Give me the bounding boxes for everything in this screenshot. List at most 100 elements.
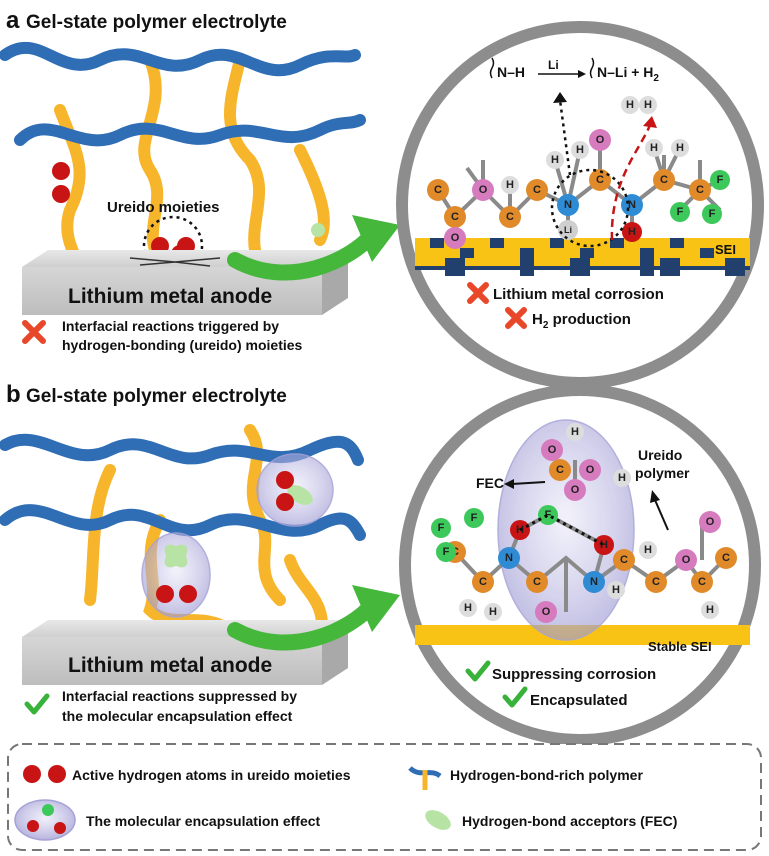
atom-n: N <box>564 199 572 211</box>
panel-b: b Gel-state polymer electrolyte Lithium … <box>0 381 761 746</box>
reaction-reactant: N–H <box>497 64 525 80</box>
issue-corrosion: Lithium metal corrosion <box>493 286 664 303</box>
panel-a-letter: a <box>6 7 20 34</box>
atom-h: H <box>506 179 514 191</box>
active-h-atom <box>52 185 70 203</box>
reaction-equation: N–H Li N–Li + H2 <box>489 57 659 84</box>
atom-c: C <box>722 552 730 564</box>
legend-item4: Hydrogen-bond acceptors (FEC) <box>462 813 677 829</box>
fec-legend-swatch <box>425 810 451 830</box>
atom-c: C <box>556 464 564 476</box>
ureido-highlight-circle <box>142 215 204 277</box>
atom-c: C <box>533 184 541 196</box>
legend: Active hydrogen atoms in ureido moieties… <box>7 743 762 851</box>
reaction-site-circle <box>550 168 630 248</box>
atom-c: C <box>596 174 604 186</box>
atom-o: O <box>571 484 580 496</box>
check-icon <box>465 660 491 682</box>
atom-li: Li <box>564 225 572 235</box>
panel-a: a Gel-state polymer electrolyte Ureido m… <box>0 7 764 389</box>
ureido-polymer-label1: Ureido <box>638 447 682 463</box>
anode-label-b: Lithium metal anode <box>68 654 272 677</box>
active-h-atom <box>179 585 197 603</box>
note-a-line1: Interfacial reactions triggered by <box>62 318 279 334</box>
atom-o: O <box>596 134 605 146</box>
magnified-view-b: Stable SEI C C F F F H H N H C O <box>399 384 761 746</box>
zoom-arrow-b <box>227 597 380 651</box>
atom-h: H <box>706 604 714 616</box>
atom-h: H <box>576 144 584 156</box>
atom-c: C <box>434 184 442 196</box>
encapsulation-bubble <box>141 532 211 618</box>
benefit-encapsulated: Encapsulated <box>530 692 628 709</box>
atom-o: O <box>682 554 691 566</box>
active-h-atom <box>156 585 174 603</box>
stable-sei-label: Stable SEI <box>648 639 712 654</box>
atom-h: H <box>626 99 634 111</box>
atom-c: C <box>620 554 628 566</box>
atom-o: O <box>586 464 595 476</box>
atom-h: H <box>676 142 684 154</box>
panel-b-letter: b <box>6 381 21 408</box>
issue-h2-rest: production <box>548 311 631 328</box>
reaction-h2-subscript: 2 <box>653 73 659 84</box>
atom-c: C <box>696 184 704 196</box>
atom-o: O <box>479 184 488 196</box>
benefit-corrosion: Suppressing corrosion <box>492 666 656 683</box>
panel-a-title: Gel-state polymer electrolyte <box>26 12 287 33</box>
atom-c: C <box>479 576 487 588</box>
atom-h: H <box>464 602 472 614</box>
note-b-line1: Interfacial reactions suppressed by <box>62 688 297 704</box>
atom-c: C <box>652 576 660 588</box>
atom-h: H <box>650 142 658 154</box>
atom-f: F <box>709 208 716 220</box>
atom-h: H <box>644 99 652 111</box>
atom-f: F <box>443 546 450 558</box>
fec-molecule <box>164 544 188 568</box>
atom-c: C <box>506 211 514 223</box>
atom-n: N <box>505 552 513 564</box>
atom-h: H <box>571 426 579 438</box>
h2-release-arrow <box>610 124 652 241</box>
issue-h2-sub: 2 <box>543 320 549 331</box>
magnified-view-a: SEI C C O O C H <box>396 21 764 389</box>
atom-f: F <box>471 512 478 524</box>
ureido-polymer-label2: polymer <box>635 465 690 481</box>
reaction-product: N–Li + H <box>597 64 653 80</box>
atom-c: C <box>533 576 541 588</box>
atom-h: H <box>489 606 497 618</box>
atom-n: N <box>590 576 598 588</box>
zoom-arrow-a <box>227 227 380 281</box>
legend-item3: The molecular encapsulation effect <box>86 813 321 829</box>
cross-icon <box>467 282 489 304</box>
legend-item2: Hydrogen-bond-rich polymer <box>450 767 643 783</box>
sei-label-a: SEI <box>715 242 736 257</box>
active-h-legend-swatch <box>23 765 41 783</box>
atom-c: C <box>698 576 706 588</box>
note-a-line2: hydrogen-bonding (ureido) moieties <box>62 337 303 353</box>
atom-o: O <box>451 232 460 244</box>
active-h-atom <box>276 493 294 511</box>
svg-text:H2 production: H2 production <box>532 311 631 331</box>
corrosion-crack <box>129 257 221 267</box>
ureido-moieties-label: Ureido moieties <box>107 199 220 216</box>
atom-h-active: H <box>600 539 608 551</box>
zoom-arrow-b-head <box>352 585 400 632</box>
atom-o: O <box>706 516 715 528</box>
active-h-atom <box>52 162 70 180</box>
atom-o: O <box>542 606 551 618</box>
cross-icon <box>22 320 46 344</box>
issue-h2-main: H <box>532 311 543 328</box>
cross-icon <box>505 307 527 329</box>
active-h-legend-swatch <box>48 765 66 783</box>
atom-f: F <box>717 174 724 186</box>
atom-h-active: H <box>628 226 636 238</box>
atom-n: N <box>628 199 636 211</box>
panel-b-title: Gel-state polymer electrolyte <box>26 386 287 407</box>
atom-h: H <box>551 154 559 166</box>
reaction-catalyst: Li <box>548 58 559 72</box>
atom-f: F <box>438 522 445 534</box>
zoom-arrow-a-head <box>352 215 400 262</box>
fec-molecule <box>311 223 325 237</box>
active-h-atom <box>276 471 294 489</box>
